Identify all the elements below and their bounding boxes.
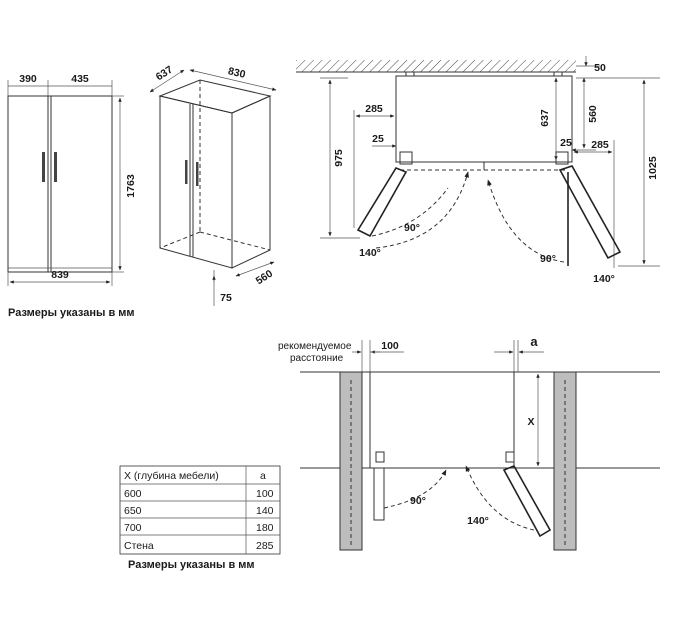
front-view: 390 435 1763 839 xyxy=(7,73,137,286)
top-body-depth: 637 xyxy=(539,109,551,127)
top-depth-right: 1025 xyxy=(647,156,659,180)
fridge-front-body xyxy=(7,95,113,273)
right-door-handle xyxy=(54,152,57,182)
top-side-depth: 560 xyxy=(587,105,599,123)
install-view: рекомендуемое расстояние 100 a X 90° xyxy=(278,334,660,551)
front-height: 1763 xyxy=(125,174,137,198)
top-angle-right-90: 90° xyxy=(540,253,556,265)
caption-top: Размеры указаны в мм xyxy=(8,307,135,319)
top-left-offset: 285 xyxy=(365,103,383,115)
iso-width: 830 xyxy=(227,65,247,81)
front-width-left: 390 xyxy=(19,73,37,85)
top-angle-left-140: 140° xyxy=(359,247,381,259)
install-x: X xyxy=(527,416,534,428)
top-view: 50 285 637 560 25 25 285 975 1025 xyxy=(296,56,660,285)
top-wall xyxy=(296,60,576,72)
table-cell: Стена xyxy=(124,540,154,552)
recommended-distance-line1: рекомендуемое xyxy=(278,341,352,352)
top-right-door xyxy=(558,165,622,260)
left-door-handle xyxy=(42,152,45,182)
table-cell: 650 xyxy=(124,505,142,517)
install-angle-90: 90° xyxy=(410,495,426,507)
table-cell: 700 xyxy=(124,522,142,534)
table-cell: 100 xyxy=(256,488,274,500)
top-depth-left: 975 xyxy=(333,149,345,167)
table-cell: 600 xyxy=(124,488,142,500)
top-right-offset: 285 xyxy=(591,139,609,151)
caption-bottom: Размеры указаны в мм xyxy=(128,559,255,571)
install-angle-140: 140° xyxy=(467,515,489,527)
recommended-distance-line2: расстояние xyxy=(290,353,344,364)
top-angle-left-90: 90° xyxy=(404,222,420,234)
table-cell: 140 xyxy=(256,505,274,517)
table-header-a: a xyxy=(260,470,266,482)
iso-door-depth: 560 xyxy=(254,268,275,288)
top-right-hinge: 25 xyxy=(560,137,572,149)
install-left-door xyxy=(373,467,385,521)
top-angle-right-140: 140° xyxy=(593,273,615,285)
install-right-door xyxy=(502,464,552,538)
iso-side-face xyxy=(231,95,271,269)
front-total-width: 839 xyxy=(51,269,69,281)
isometric-view: 637 830 560 75 xyxy=(149,64,277,306)
table-cell: 285 xyxy=(256,540,274,552)
table-cell: 180 xyxy=(256,522,274,534)
iso-depth: 637 xyxy=(154,64,175,84)
table-header-x: X (глубина мебели) xyxy=(124,470,219,482)
depth-table: X (глубина мебели) a 600 100 650 140 700… xyxy=(119,465,281,555)
top-left-door xyxy=(356,167,408,238)
top-left-hinge: 25 xyxy=(372,133,384,145)
top-clearance: 50 xyxy=(594,62,606,74)
install-gap: 100 xyxy=(381,340,399,352)
front-width-right: 435 xyxy=(71,73,89,85)
install-a: a xyxy=(530,334,538,349)
iso-foot: 75 xyxy=(220,292,232,304)
